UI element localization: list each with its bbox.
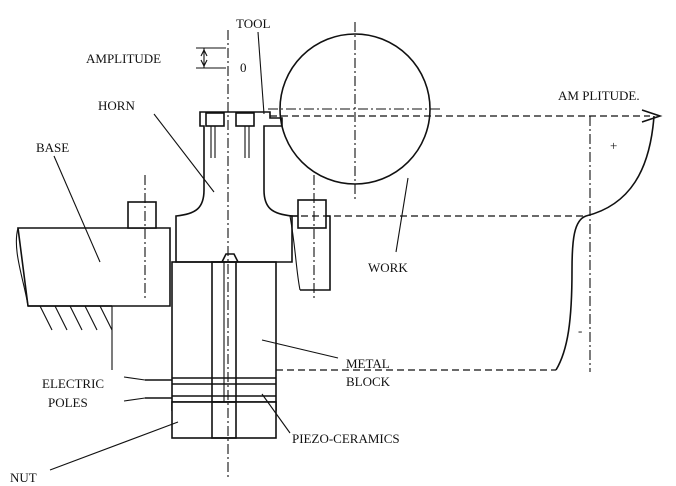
- label-plus: +: [610, 138, 617, 153]
- horn: [175, 111, 293, 263]
- base-bolt-right: [297, 175, 327, 298]
- label-nut: NUT: [10, 470, 37, 485]
- label-electric-poles-2: POLES: [48, 395, 88, 410]
- label-tool: TOOL: [236, 16, 270, 31]
- leaders: [49, 31, 409, 471]
- nut-leader: [49, 421, 179, 471]
- metal-block-leader: [261, 339, 339, 359]
- piezo-leader: [261, 393, 291, 434]
- work-leader: [395, 177, 409, 253]
- label-metal-block-2: BLOCK: [346, 374, 391, 389]
- amplitude-graph: [270, 109, 663, 372]
- label-zero: 0: [240, 60, 247, 75]
- horn-leader: [153, 113, 215, 193]
- base-bolt-left: [127, 175, 157, 300]
- label-electric-poles-1: ELECTRIC: [42, 376, 104, 391]
- label-minus: -: [578, 323, 582, 338]
- piezo-ceramics: [171, 377, 277, 439]
- amplitude-indicator: [196, 47, 226, 69]
- base-block: [15, 227, 171, 307]
- label-amplitude-top: AMPLITUDE: [86, 51, 161, 66]
- electric-poles-wires: [123, 376, 172, 402]
- label-base: BASE: [36, 140, 69, 155]
- support-hatch: [28, 305, 113, 370]
- base-leader: [53, 155, 101, 263]
- label-piezo-ceramics: PIEZO-CERAMICS: [292, 431, 400, 446]
- work-piece: [268, 22, 440, 200]
- metal-block: [171, 261, 277, 411]
- tool-leader: [257, 31, 265, 115]
- label-work: WORK: [368, 260, 408, 275]
- label-horn: HORN: [98, 98, 135, 113]
- label-metal-block-1: METAL: [346, 356, 390, 371]
- label-amplitude-right: AM PLITUDE.: [558, 88, 640, 103]
